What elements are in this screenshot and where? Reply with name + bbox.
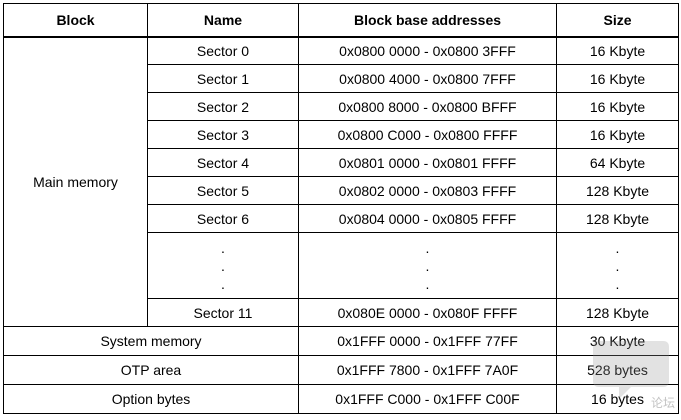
ellipsis-dot: . [425, 257, 430, 274]
sector-address: 0x0802 0000 - 0x0803 FFFF [298, 176, 557, 205]
sector-name: Sector 6 [147, 204, 299, 233]
table-row: Option bytes 0x1FFF C000 - 0x1FFF C00F 1… [3, 384, 679, 414]
block-label: OTP area [3, 355, 299, 385]
table-row: Main memory Sector 0 0x0800 0000 - 0x080… [3, 36, 679, 327]
table-row: Sector 3 0x0800 C000 - 0x0800 FFFF 16 Kb… [4, 120, 679, 149]
main-memory-label: Main memory [3, 36, 148, 327]
sector-size: 16 Kbyte [556, 64, 679, 93]
table-header: Block Name Block base addresses Size [3, 3, 679, 38]
table-row: Sector 2 0x0800 8000 - 0x0800 BFFF 16 Kb… [4, 92, 679, 121]
header-row: Block Name Block base addresses Size [3, 3, 679, 38]
block-size: 16 bytes [556, 384, 679, 414]
header-block: Block [3, 3, 148, 38]
ellipsis-dot: . [615, 239, 620, 256]
sector-name: Sector 5 [147, 176, 299, 205]
sector-name: Sector 3 [147, 120, 299, 149]
ellipsis-size: . . . [556, 232, 679, 299]
ellipsis-dot: . [425, 239, 430, 256]
sector-name: Sector 11 [147, 298, 299, 327]
block-size: 528 bytes [556, 355, 679, 385]
table-row: Sector 5 0x0802 0000 - 0x0803 FFFF 128 K… [4, 176, 679, 205]
sector-name: Sector 4 [147, 148, 299, 177]
sector-size: 128 Kbyte [556, 204, 679, 233]
ellipsis-dot: . [615, 257, 620, 274]
sector-size: 64 Kbyte [556, 148, 679, 177]
sector-name: Sector 2 [147, 92, 299, 121]
sector-size: 16 Kbyte [556, 92, 679, 121]
sector-name: Sector 0 [147, 36, 299, 65]
block-address: 0x1FFF C000 - 0x1FFF C00F [298, 384, 557, 414]
sector-address: 0x080E 0000 - 0x080F FFFF [298, 298, 557, 327]
header-size: Size [556, 3, 679, 38]
ellipsis-dot: . [221, 257, 225, 274]
table-row: System memory 0x1FFF 0000 - 0x1FFF 77FF … [3, 326, 679, 356]
sector-size: 128 Kbyte [556, 176, 679, 205]
sector-size: 128 Kbyte [556, 298, 679, 327]
table-row: Sector 4 0x0801 0000 - 0x0801 FFFF 64 Kb… [4, 148, 679, 177]
sector-address: 0x0800 C000 - 0x0800 FFFF [298, 120, 557, 149]
sector-address: 0x0800 0000 - 0x0800 3FFF [298, 36, 557, 65]
watermark-text: 论坛 [650, 396, 675, 410]
block-size: 30 Kbyte [556, 326, 679, 356]
table-row: Sector 11 0x080E 0000 - 0x080F FFFF 128 … [4, 298, 679, 327]
ellipsis-name: . . . [147, 232, 299, 299]
table-row: OTP area 0x1FFF 7800 - 0x1FFF 7A0F 528 b… [3, 355, 679, 385]
sector-address: 0x0801 0000 - 0x0801 FFFF [298, 148, 557, 177]
ellipsis-dot: . [615, 275, 620, 292]
header-addresses: Block base addresses [298, 3, 557, 38]
ellipsis-dot: . [221, 239, 225, 256]
sector-address: 0x0800 8000 - 0x0800 BFFF [298, 92, 557, 121]
block-label: System memory [3, 326, 299, 356]
ellipsis-dot: . [221, 275, 225, 292]
sector-size: 16 Kbyte [556, 120, 679, 149]
table-row: Sector 1 0x0800 4000 - 0x0800 7FFF 16 Kb… [4, 64, 679, 93]
ellipsis-dot: . [425, 275, 430, 292]
block-label: Option bytes [3, 384, 299, 414]
memory-map-table: Block Name Block base addresses Size Mai… [3, 3, 679, 414]
table-body: Main memory Sector 0 0x0800 0000 - 0x080… [3, 36, 679, 414]
sector-address: 0x0804 0000 - 0x0805 FFFF [298, 204, 557, 233]
block-address: 0x1FFF 7800 - 0x1FFF 7A0F [298, 355, 557, 385]
sector-name: Sector 1 [147, 64, 299, 93]
header-name: Name [147, 3, 299, 38]
block-address: 0x1FFF 0000 - 0x1FFF 77FF [298, 326, 557, 356]
sector-address: 0x0800 4000 - 0x0800 7FFF [298, 64, 557, 93]
table-row: Sector 6 0x0804 0000 - 0x0805 FFFF 128 K… [4, 204, 679, 233]
sector-size: 16 Kbyte [556, 36, 679, 65]
ellipsis-address: . . . [298, 232, 557, 299]
